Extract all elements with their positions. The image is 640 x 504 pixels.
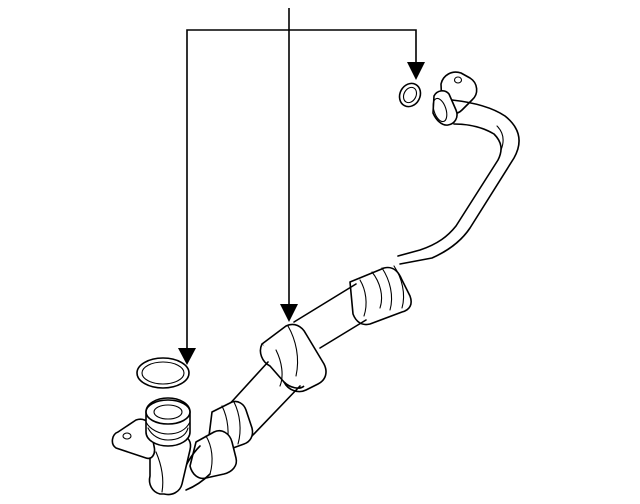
callout-center-leader [280,8,298,322]
upper-gasket-icon [398,82,422,108]
pipe-assembly-icon [111,71,520,496]
callout-right-leader [289,29,425,80]
lower-gasket-icon [136,357,190,389]
callout-leaders [178,8,425,365]
callout-left-leader [178,29,289,365]
